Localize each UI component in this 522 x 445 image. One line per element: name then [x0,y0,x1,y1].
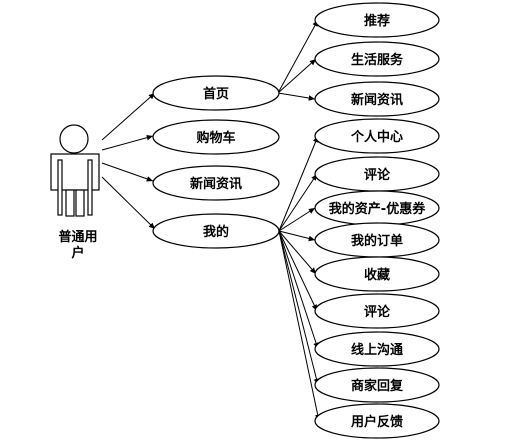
node-comment2: 评论 [314,293,440,329]
edges-home [277,19,319,101]
edges-actor [101,92,156,230]
actor-left-leg [65,189,75,217]
node-merchant-reply-label: 商家回复 [351,378,404,394]
node-news-main: 新闻资讯 [152,165,280,201]
node-assets-coupon-label: 我的资产-优惠券 [329,201,426,217]
edge-mine-online [278,230,319,350]
edge-mine-comment2 [278,230,318,312]
edge-actor-home [101,92,156,141]
actor-label-line1: 普通用 [58,229,97,245]
node-comment2-label: 评论 [364,304,391,320]
actor-left-arm [57,159,63,216]
node-home-label: 首页 [203,86,229,102]
edge-mine-comment1 [278,173,318,232]
node-mine-label: 我的 [203,224,229,240]
node-online-chat: 线上沟通 [314,331,440,367]
actor-right-arm [87,159,93,216]
edge-mine-personal [278,135,319,232]
edge-actor-news [101,162,154,182]
edges-mine [278,135,321,422]
edge-mine-orders [278,230,316,242]
actor-right-leg [75,189,85,217]
node-comment1-label: 评论 [364,167,391,183]
edge-home-recommend [277,19,319,94]
node-user-feedback-label: 用户反馈 [350,414,403,430]
node-recommend: 推荐 [314,2,440,38]
node-cart-label: 购物车 [196,130,235,146]
edge-mine-favorites [278,230,317,275]
actor: 普通用 户 [50,124,100,261]
edge-mine-assets [278,207,316,232]
node-life-service: 生活服务 [314,41,440,77]
node-online-chat-label: 线上沟通 [351,342,403,358]
node-user-feedback: 用户反馈 [314,403,440,439]
node-comment1: 评论 [314,156,440,192]
node-home: 首页 [152,75,280,111]
node-cart: 购物车 [152,119,280,155]
edge-home-news [277,92,316,101]
node-life-service-label: 生活服务 [351,52,404,68]
node-news-sub-label: 新闻资讯 [351,92,403,108]
node-recommend-label: 推荐 [364,13,390,29]
actor-head [59,124,89,154]
node-mine: 我的 [152,213,280,249]
node-personal-center-label: 个人中心 [350,129,403,145]
edge-actor-mine [101,176,156,230]
node-news-sub: 新闻资讯 [314,81,440,117]
node-assets-coupon: 我的资产-优惠券 [314,190,440,226]
node-news-main-label: 新闻资讯 [190,176,242,192]
node-my-orders-label: 我的订单 [351,233,403,249]
edge-actor-cart [101,134,154,151]
node-favorites: 收藏 [314,256,440,292]
edge-mine-feedback [278,230,321,422]
node-merchant-reply: 商家回复 [314,367,440,403]
edge-home-life [277,58,317,94]
node-my-orders: 我的订单 [314,222,440,258]
actor-label-line2: 户 [71,245,84,261]
node-personal-center: 个人中心 [314,118,440,154]
edge-mine-merchant [278,230,320,386]
node-favorites-label: 收藏 [364,267,390,283]
